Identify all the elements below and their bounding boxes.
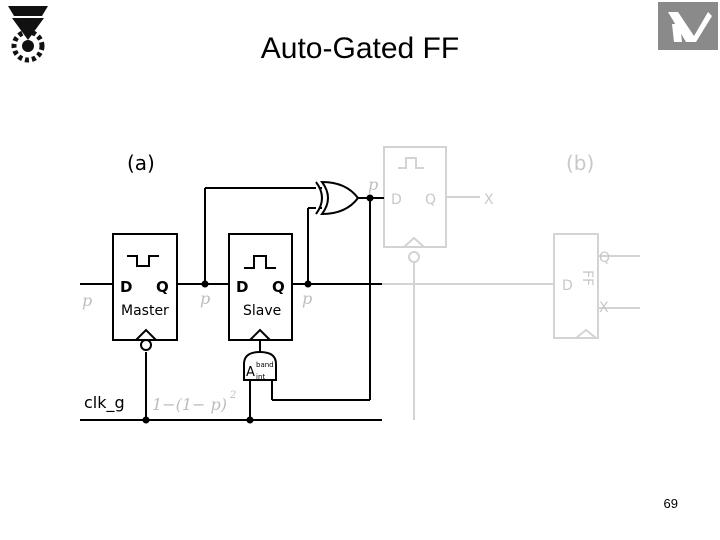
slave-name: Slave — [243, 303, 281, 319]
slave-q: Q — [272, 278, 285, 296]
ff-top-x: X — [484, 192, 494, 208]
ff-bottom-q: Q — [599, 250, 610, 266]
master-q: Q — [156, 278, 169, 296]
mid-p: p — [200, 289, 210, 308]
xor-gate — [315, 180, 360, 216]
label-b: (b) — [566, 151, 594, 175]
and-label-sub: int — [256, 373, 265, 381]
and-gate — [243, 350, 277, 381]
out-p: p — [302, 289, 312, 308]
prob-expr: 1−(1− p) — [152, 395, 227, 414]
technion-logo — [8, 6, 48, 63]
xor-p: p — [368, 175, 378, 194]
master-name: Master — [121, 303, 169, 319]
diagram-a-wires — [80, 187, 384, 421]
master-pulse-icon — [127, 255, 159, 267]
page-number: 69 — [663, 496, 678, 511]
page-title: Auto-Gated FF — [260, 32, 460, 65]
slave-d: D — [236, 278, 248, 296]
input-p: p — [82, 291, 92, 310]
clk-label: clk_g — [84, 393, 125, 413]
ff-bottom-ff: FF — [579, 270, 595, 286]
master-d: D — [120, 278, 132, 296]
ff-bottom-d: D — [562, 278, 573, 294]
diagram-a-faded-labels: p p p p 1−(1− p) 2 — [82, 175, 378, 414]
ff-top-q: Q — [425, 192, 436, 208]
diagram-a-labels: (a) D Q Master D Q Slave clk_g A band in… — [84, 151, 285, 413]
ff-bottom-x: X — [599, 300, 609, 316]
ff-top-pulse-icon — [398, 157, 424, 169]
and-label-main: A — [246, 365, 255, 380]
diagram-b — [382, 146, 640, 420]
prob-exp: 2 — [229, 390, 236, 401]
master-ff — [112, 233, 178, 351]
institution-logo — [658, 2, 718, 50]
and-label-sup: band — [256, 361, 274, 369]
slave-ff — [228, 233, 293, 341]
label-a: (a) — [127, 151, 155, 175]
diagram-b-labels: (b) D Q X Q D FF X — [391, 151, 610, 316]
junction-dots — [142, 194, 374, 424]
slave-pulse-icon — [244, 255, 276, 269]
ff-top-d: D — [391, 192, 402, 208]
